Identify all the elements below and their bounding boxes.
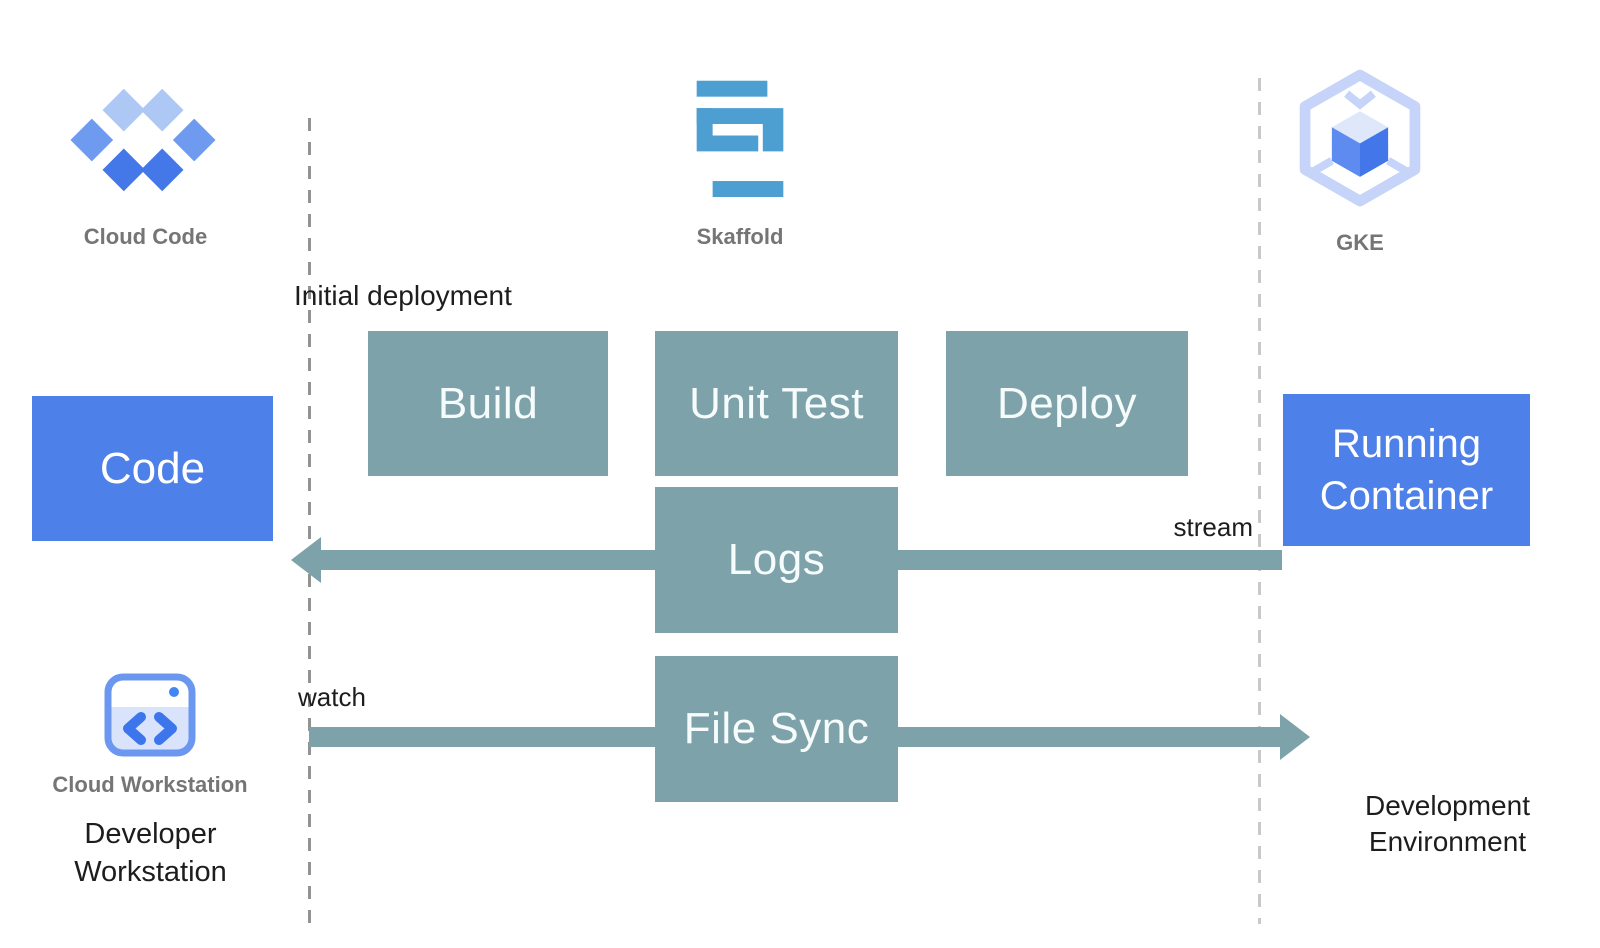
skaffold-icon: [696, 80, 784, 197]
code-box: Code: [32, 396, 273, 541]
development-environment-label: Development Environment: [1365, 790, 1530, 858]
cloud-code-label: Cloud Code: [83, 224, 208, 249]
cloud-workstation-label: Cloud Workstation: [52, 772, 248, 797]
cloud-code-icon: [70, 88, 216, 192]
initial-deployment-label: Initial deployment: [294, 280, 512, 311]
developer-workstation-label: Developer Workstation: [74, 818, 227, 888]
running-container-box: Running Container: [1283, 394, 1530, 546]
logs-arrowhead-icon: [291, 537, 321, 583]
build-box: Build: [368, 331, 608, 476]
skaffold-label: Skaffold: [696, 224, 784, 249]
gke-label: GKE: [1336, 230, 1384, 255]
watch-label: watch: [298, 682, 366, 712]
file-sync-box: File Sync: [655, 656, 898, 802]
stream-label: stream: [1173, 512, 1253, 542]
cloud-workstation-icon: [104, 673, 196, 757]
gke-icon: [1299, 69, 1421, 207]
unit-test-box: Unit Test: [655, 331, 898, 476]
file-sync-arrowhead-icon: [1280, 714, 1310, 760]
right-lane-boundary-line: [1258, 78, 1261, 924]
logs-box: Logs: [655, 487, 898, 633]
deploy-box: Deploy: [946, 331, 1188, 476]
left-lane-boundary-line: [308, 118, 311, 930]
